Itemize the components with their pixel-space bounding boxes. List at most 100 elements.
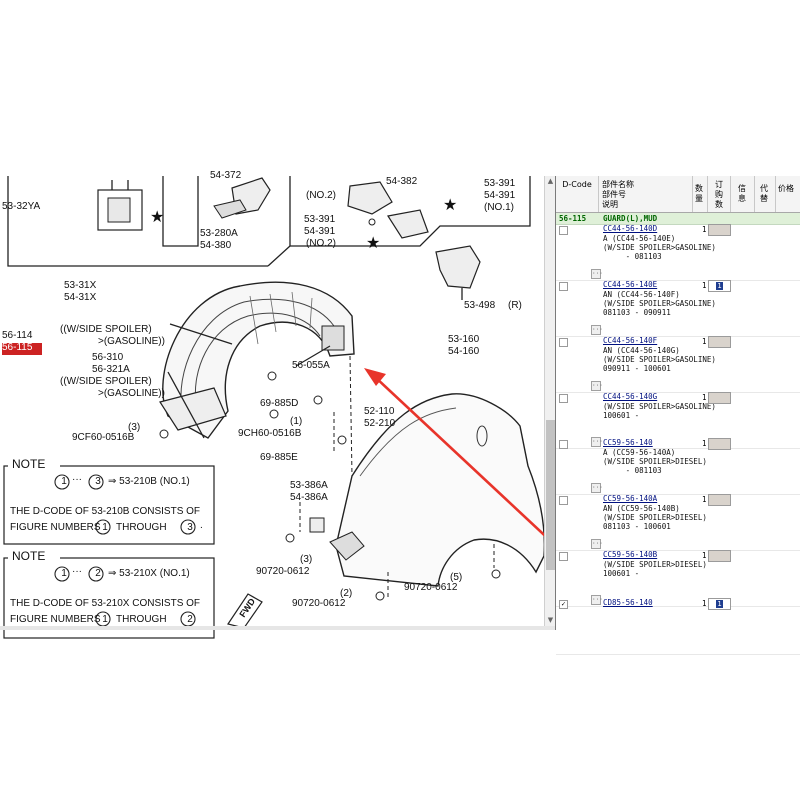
callout-56-321a[interactable]: 56-321A — [92, 364, 130, 375]
callout-52-110[interactable]: 52-110 — [364, 406, 395, 417]
part-number-link[interactable]: CC59-56-140A — [603, 494, 658, 503]
fastener-icons — [159, 371, 501, 601]
scroll-down-arrow-icon[interactable]: ▼ — [547, 616, 554, 624]
expand-row-icon[interactable]: ··· — [591, 437, 603, 447]
part-number-link[interactable]: CC44-56-140D — [603, 224, 658, 233]
spoiler-note-1a: ((W/SIDE SPOILER) — [60, 324, 152, 335]
callout-53-391[interactable]: 53-391 — [304, 214, 336, 225]
callout-54-391[interactable]: 54-391 — [304, 226, 336, 237]
callout-54-391-top[interactable]: 54-391 — [484, 190, 516, 201]
callout-56-055a[interactable]: 56-055A — [292, 360, 330, 371]
part-entry[interactable]: CC59-56-140B(W/SIDE SPOILER>DIESEL)10060… — [556, 550, 800, 607]
part-entry[interactable]: CC44-56-140G(W/SIDE SPOILER>GASOLINE)100… — [556, 392, 800, 449]
callout-90720-0612-b[interactable]: 90720-0612 — [292, 598, 346, 609]
callout-69-885e[interactable]: 69-885E — [260, 452, 298, 463]
callout-qty-5: (5) — [450, 572, 463, 583]
col-header-replace[interactable]: 代 替 — [755, 184, 773, 204]
scroll-up-arrow-icon[interactable]: ▲ — [547, 177, 554, 185]
row-checkbox[interactable] — [559, 338, 568, 347]
callout-54-380[interactable]: 54-380 — [200, 240, 232, 251]
callout-54-372[interactable]: 54-372 — [210, 170, 242, 181]
col-header-order-line1: 订 — [715, 180, 723, 189]
callout-69-885d[interactable]: 69-885D — [260, 398, 299, 409]
note-2-to: 2 — [95, 568, 101, 579]
part-number-link[interactable]: CC59-56-140 — [603, 438, 653, 447]
diagram-horizontal-scrollbar[interactable] — [0, 626, 555, 630]
callout-9ch60-0516b[interactable]: 9CH60-0516B — [238, 428, 302, 439]
order-qty-input[interactable] — [708, 224, 731, 236]
order-qty-input[interactable] — [708, 336, 731, 348]
scrollbar-thumb[interactable] — [546, 420, 555, 570]
group-row-56-115[interactable]: 56-115 GUARD(L),MUD — [556, 213, 800, 225]
row-checkbox[interactable] — [559, 440, 568, 449]
callout-53-386a[interactable]: 53-386A — [290, 480, 328, 491]
expand-row-icon[interactable]: ··· — [591, 483, 603, 493]
row-checkbox[interactable]: ✓ — [559, 600, 568, 609]
order-qty-input[interactable] — [708, 438, 731, 450]
row-checkbox[interactable] — [559, 394, 568, 403]
part-number-link[interactable]: CC44-56-140G — [603, 392, 658, 401]
callout-56-310[interactable]: 56-310 — [92, 352, 124, 363]
callout-53-391-top[interactable]: 53-391 — [484, 178, 516, 189]
panel-divider[interactable] — [555, 176, 556, 630]
part-number-link[interactable]: CC59-56-140B — [603, 550, 658, 559]
row-checkbox[interactable] — [559, 226, 568, 235]
col-header-info[interactable]: 信 息 — [731, 184, 753, 204]
expand-row-icon[interactable]: ··· — [591, 381, 603, 391]
col-header-price[interactable]: 价格 — [778, 184, 794, 193]
callout-56-114[interactable]: 56-114 — [2, 330, 33, 341]
svg-text:★: ★ — [366, 235, 380, 252]
part-note-line3: - 081103 — [603, 252, 662, 261]
callout-9cf60-0516b[interactable]: 9CF60-0516B — [72, 432, 135, 443]
part-qty: 1 — [702, 225, 707, 234]
part-note-line3: 090911 - 100601 — [603, 364, 671, 373]
callout-52-210[interactable]: 52-210 — [364, 418, 396, 429]
part-number-link[interactable]: CD85-56-140 — [603, 598, 653, 607]
col-header-dcode[interactable]: D-Code — [562, 180, 592, 189]
part-number-link[interactable]: CC44-56-140E — [603, 280, 658, 289]
col-header-qty-line1: 数 — [695, 184, 703, 193]
note-2-n1: 1 — [102, 614, 108, 625]
col-header-part-name[interactable]: 部件名称 部件号 说明 — [602, 180, 652, 210]
callout-90720-0612-c[interactable]: 90720-0612 — [404, 582, 458, 593]
order-qty-input[interactable]: 1 — [708, 598, 731, 610]
callout-54-386a[interactable]: 54-386A — [290, 492, 328, 503]
callout-53-31x[interactable]: 53-31X — [64, 280, 97, 291]
part-number-link[interactable]: CC44-56-140F — [603, 336, 658, 345]
row-checkbox[interactable] — [559, 282, 568, 291]
expand-row-icon[interactable]: ··· — [591, 325, 603, 335]
parts-diagram-view[interactable]: ★ ★ ★ — [0, 170, 587, 639]
callout-qty-3: (3) — [128, 422, 141, 433]
callout-53-280a[interactable]: 53-280A — [200, 228, 238, 239]
row-checkbox[interactable] — [559, 552, 568, 561]
col-header-order-qty[interactable]: 订 购 数 — [708, 180, 730, 210]
order-qty-input[interactable] — [708, 494, 731, 506]
callout-53-498[interactable]: 53-498 — [464, 300, 496, 311]
diagram-vertical-scrollbar[interactable]: ▲ ▼ — [544, 176, 556, 626]
callout-54-382[interactable]: 54-382 — [386, 176, 418, 187]
expand-row-icon[interactable]: ··· — [591, 269, 603, 279]
order-qty-input[interactable] — [708, 550, 731, 562]
part-qty: 1 — [702, 551, 707, 560]
callout-53-160[interactable]: 53-160 — [448, 334, 480, 345]
part-note-line3: - 081103 — [603, 466, 662, 475]
col-header-qty[interactable]: 数 量 — [693, 184, 705, 204]
order-qty-input[interactable]: 1 — [708, 280, 731, 292]
callout-56-115[interactable]: 56-115 — [2, 342, 33, 353]
row-checkbox[interactable] — [559, 496, 568, 505]
callout-54-160[interactable]: 54-160 — [448, 346, 480, 357]
callout-54-31x[interactable]: 54-31X — [64, 292, 97, 303]
callout-90720-0612-a[interactable]: 90720-0612 — [256, 566, 310, 577]
expand-row-icon[interactable]: ··· — [591, 539, 603, 549]
part-qty: 1 — [702, 599, 707, 608]
order-qty-input[interactable] — [708, 392, 731, 404]
expand-row-icon[interactable]: ··· — [591, 595, 603, 605]
callout-qty-2: (2) — [340, 588, 353, 599]
callout-53-32ya[interactable]: 53-32YA — [2, 201, 41, 212]
